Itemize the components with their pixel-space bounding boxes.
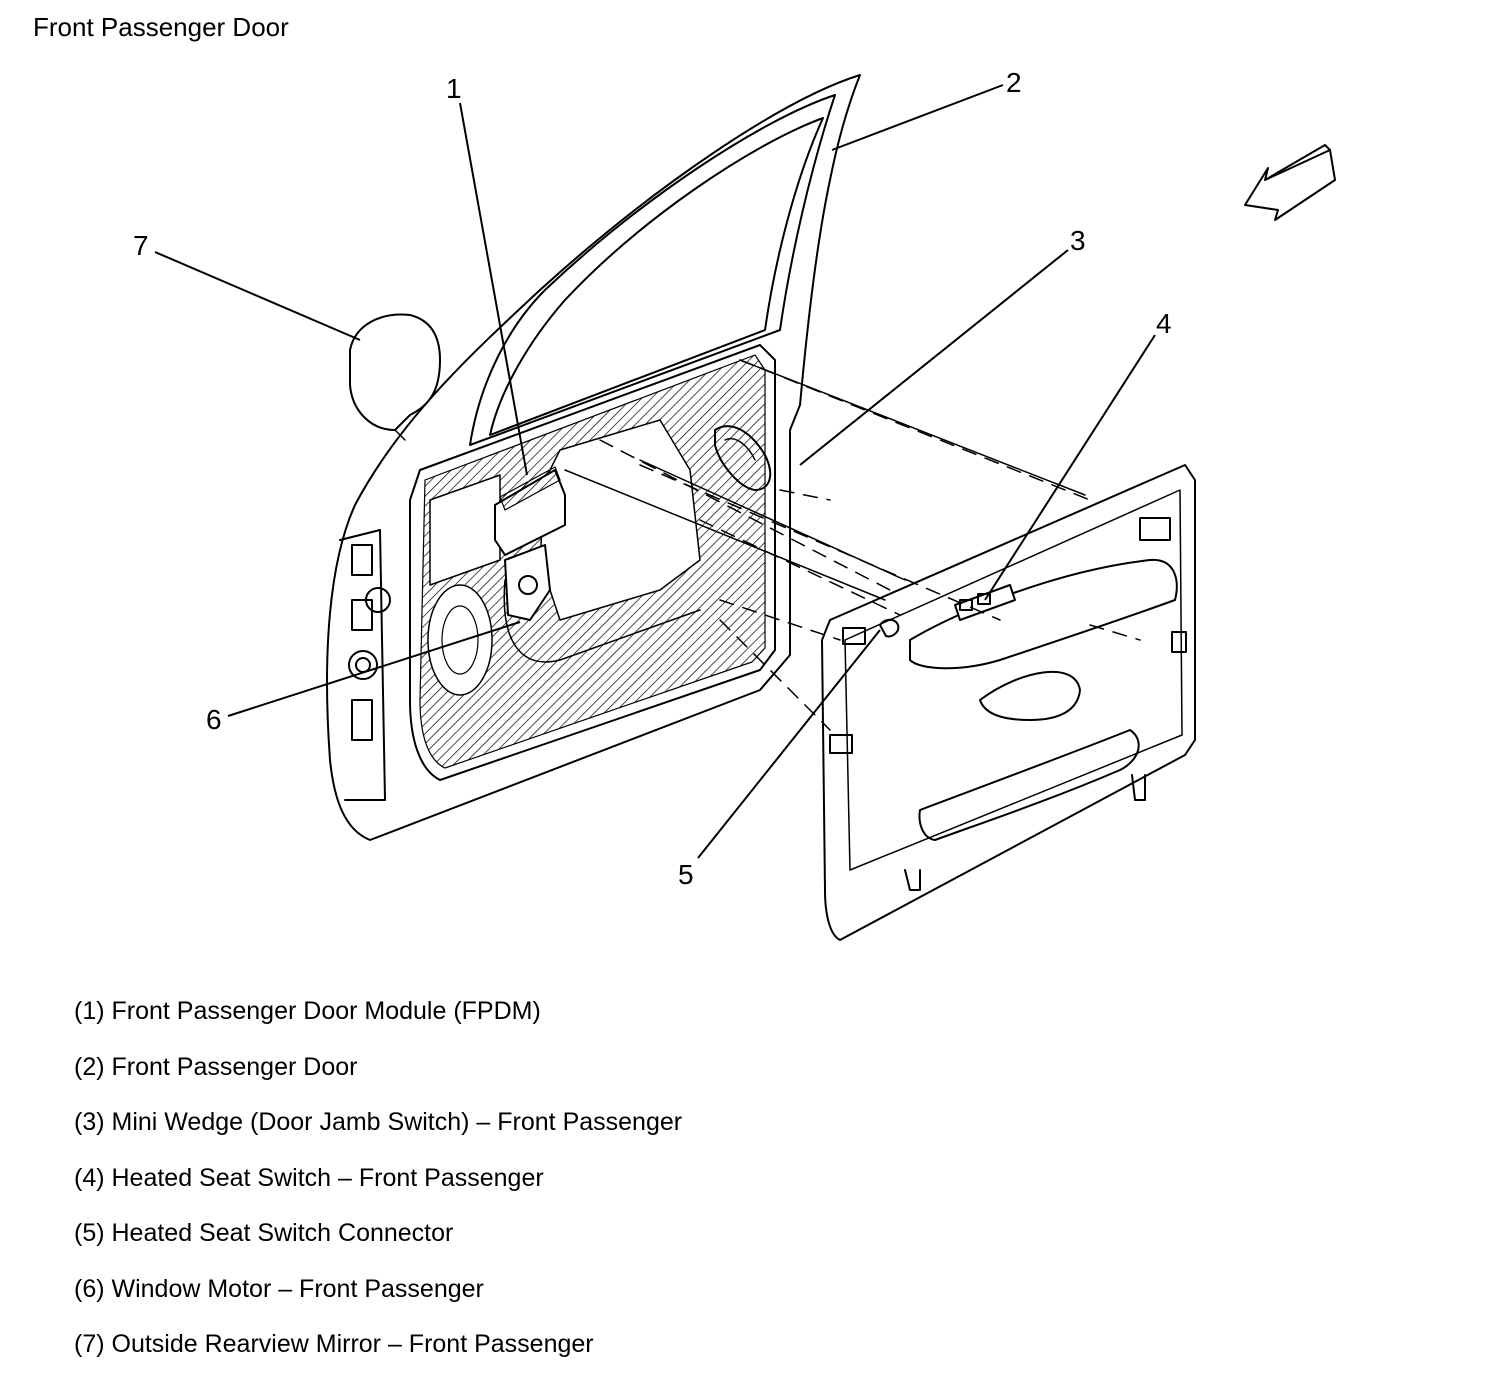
window-frame <box>469 94 836 446</box>
callout-3: 3 <box>1070 225 1086 256</box>
heated-seat-switch <box>954 584 1016 621</box>
leader-line-2 <box>831 84 1004 151</box>
leader-line-1 <box>459 102 528 476</box>
door-trim-panel <box>821 464 1196 941</box>
callout-1: 1 <box>446 73 462 104</box>
leader-line-5 <box>697 629 881 859</box>
legend-item: (1) Front Passenger Door Module (FPDM) <box>74 997 541 1025</box>
door-diagram: 1 2 3 4 5 6 7 <box>133 67 1336 941</box>
legend-item: (7) Outside Rearview Mirror – Front Pass… <box>74 1330 594 1358</box>
leader-line-4 <box>984 334 1156 601</box>
callout-4: 4 <box>1156 308 1172 339</box>
outside-mirror <box>349 313 441 431</box>
legend-item: (3) Mini Wedge (Door Jamb Switch) – Fron… <box>74 1108 683 1136</box>
legend-item: (2) Front Passenger Door <box>74 1052 358 1081</box>
page-title: Front Passenger Door <box>33 12 289 42</box>
leader-line-6 <box>227 621 521 717</box>
callout-5: 5 <box>678 859 694 890</box>
door-module-fpdm <box>494 466 566 556</box>
callout-7: 7 <box>133 230 149 261</box>
door-inner-frame <box>409 344 776 781</box>
heated-seat-switch-connector <box>879 618 900 638</box>
legend-item: (4) Heated Seat Switch – Front Passenger <box>74 1163 544 1192</box>
door-jamb-switch <box>714 425 772 491</box>
legend-item: (5) Heated Seat Switch Connector <box>74 1219 454 1247</box>
callout-6: 6 <box>206 704 222 735</box>
parts-legend: (1) Front Passenger Door Module (FPDM) (… <box>74 994 682 1383</box>
door-shell <box>326 74 861 841</box>
legend-item: (6) Window Motor – Front Passenger <box>74 1274 484 1303</box>
leader-line-3 <box>799 249 1069 466</box>
forward-arrow-icon <box>1244 144 1336 221</box>
callout-2: 2 <box>1006 67 1022 98</box>
leader-line-7 <box>154 251 361 341</box>
window-motor <box>504 544 551 621</box>
window-glass-opening <box>489 117 824 436</box>
